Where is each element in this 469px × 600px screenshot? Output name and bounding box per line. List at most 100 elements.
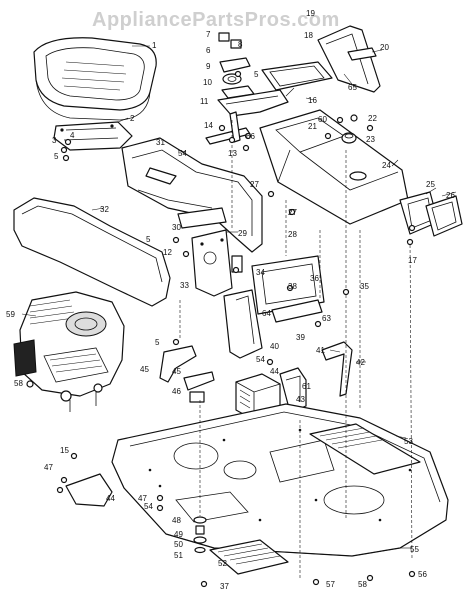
callout-63: 63	[322, 314, 331, 323]
callout-40: 40	[270, 342, 279, 351]
callout-1: 1	[152, 41, 157, 50]
callout-29: 29	[238, 229, 247, 238]
seat-part	[33, 37, 157, 121]
callout-13: 13	[228, 149, 237, 158]
watermark-text: AppliancePartsPros.com	[92, 9, 340, 31]
callout-52: 52	[218, 559, 227, 568]
hood-bracket-part	[177, 207, 227, 229]
callout-25: 25	[426, 180, 435, 189]
callout-27: 27	[288, 208, 297, 217]
lower-bracket-part	[65, 473, 113, 507]
fender-hood-part	[121, 137, 263, 253]
callout-31: 31	[156, 138, 165, 147]
callout-19: 19	[306, 9, 315, 18]
assembly-guide-lines	[179, 120, 413, 580]
engine-bracket-part	[159, 345, 215, 403]
callout-5: 5	[155, 338, 160, 347]
callout-2: 2	[130, 114, 135, 123]
callout-12: 12	[163, 248, 172, 257]
callout-8: 8	[238, 40, 243, 49]
callout-54: 54	[178, 149, 187, 158]
callout-45: 45	[140, 365, 149, 374]
grille-frame-part	[399, 191, 463, 237]
callout-16: 16	[308, 96, 317, 105]
callout-61: 61	[302, 382, 311, 391]
chassis-frame-part	[111, 403, 449, 557]
callout-47: 47	[138, 494, 147, 503]
seat-bracket-part	[53, 121, 133, 151]
callout-9: 9	[206, 62, 211, 71]
callout-45: 45	[172, 367, 181, 376]
engine-assembly-part	[13, 291, 125, 412]
callout-15: 15	[60, 446, 69, 455]
callout-24: 24	[382, 161, 391, 170]
callout-21: 21	[308, 122, 317, 131]
callout-32: 32	[100, 205, 109, 214]
callout-leaders	[21, 45, 457, 549]
callout-28: 28	[288, 230, 297, 239]
callout-30: 30	[172, 223, 181, 232]
rear-fender-support-part	[223, 255, 325, 359]
callout-22: 22	[368, 114, 377, 123]
callout-51: 51	[174, 551, 183, 560]
callout-5: 5	[146, 235, 151, 244]
callout-49: 49	[174, 530, 183, 539]
callout-58: 58	[358, 580, 367, 589]
side-panel-part	[13, 197, 171, 307]
callout-53: 53	[404, 437, 413, 446]
callout-18: 18	[304, 31, 313, 40]
callout-10: 10	[203, 78, 212, 87]
callout-39: 39	[296, 333, 305, 342]
left-footrest-part	[209, 539, 289, 575]
callout-50: 50	[174, 540, 183, 549]
callout-34: 34	[256, 268, 265, 277]
dash-bracket-part	[217, 89, 289, 117]
support-rod-part	[321, 341, 353, 397]
callout-36: 36	[310, 274, 319, 283]
pulley-stack-part	[193, 516, 207, 554]
callout-labels: 1 2 3 4 5 5 5 5 6 7 8 9 10 11 12 13 14 1…	[6, 9, 455, 591]
callout-47: 47	[44, 463, 53, 472]
callout-5: 5	[254, 70, 259, 79]
callout-7: 7	[206, 30, 211, 39]
callout-54: 54	[144, 502, 153, 511]
callout-65: 65	[348, 83, 357, 92]
callout-43: 43	[296, 395, 305, 404]
right-footrest-part	[309, 423, 421, 475]
callout-46: 46	[172, 387, 181, 396]
callout-58: 58	[14, 379, 23, 388]
callout-48: 48	[172, 516, 181, 525]
callout-59: 59	[6, 310, 15, 319]
callout-37: 37	[220, 582, 229, 591]
callout-26: 26	[446, 191, 455, 200]
callout-3: 3	[52, 136, 57, 145]
mounting-plate-part	[191, 229, 233, 297]
hardware-bolts	[26, 70, 416, 588]
callout-35: 35	[360, 282, 369, 291]
pivot-hardware-stack	[218, 32, 255, 99]
callout-57: 57	[326, 580, 335, 589]
callout-64: 64	[262, 309, 271, 318]
callout-20: 20	[380, 43, 389, 52]
callout-33: 33	[180, 281, 189, 290]
callout-27: 27	[250, 180, 259, 189]
callout-4: 4	[70, 131, 75, 140]
callout-55: 55	[410, 545, 419, 554]
callout-66: 66	[246, 132, 255, 141]
callout-6: 6	[206, 46, 211, 55]
callout-44: 44	[270, 367, 279, 376]
callout-44: 44	[106, 494, 115, 503]
callout-42: 42	[356, 358, 365, 367]
callout-54: 54	[256, 355, 265, 364]
steering-support-part	[317, 25, 381, 93]
dash-panel-part	[261, 61, 333, 91]
callout-14: 14	[204, 121, 213, 130]
callout-56: 56	[418, 570, 427, 579]
callout-60: 60	[318, 115, 327, 124]
callout-11: 11	[200, 97, 209, 106]
callout-38: 38	[288, 282, 297, 291]
callout-23: 23	[366, 135, 375, 144]
callout-5: 5	[54, 152, 59, 161]
